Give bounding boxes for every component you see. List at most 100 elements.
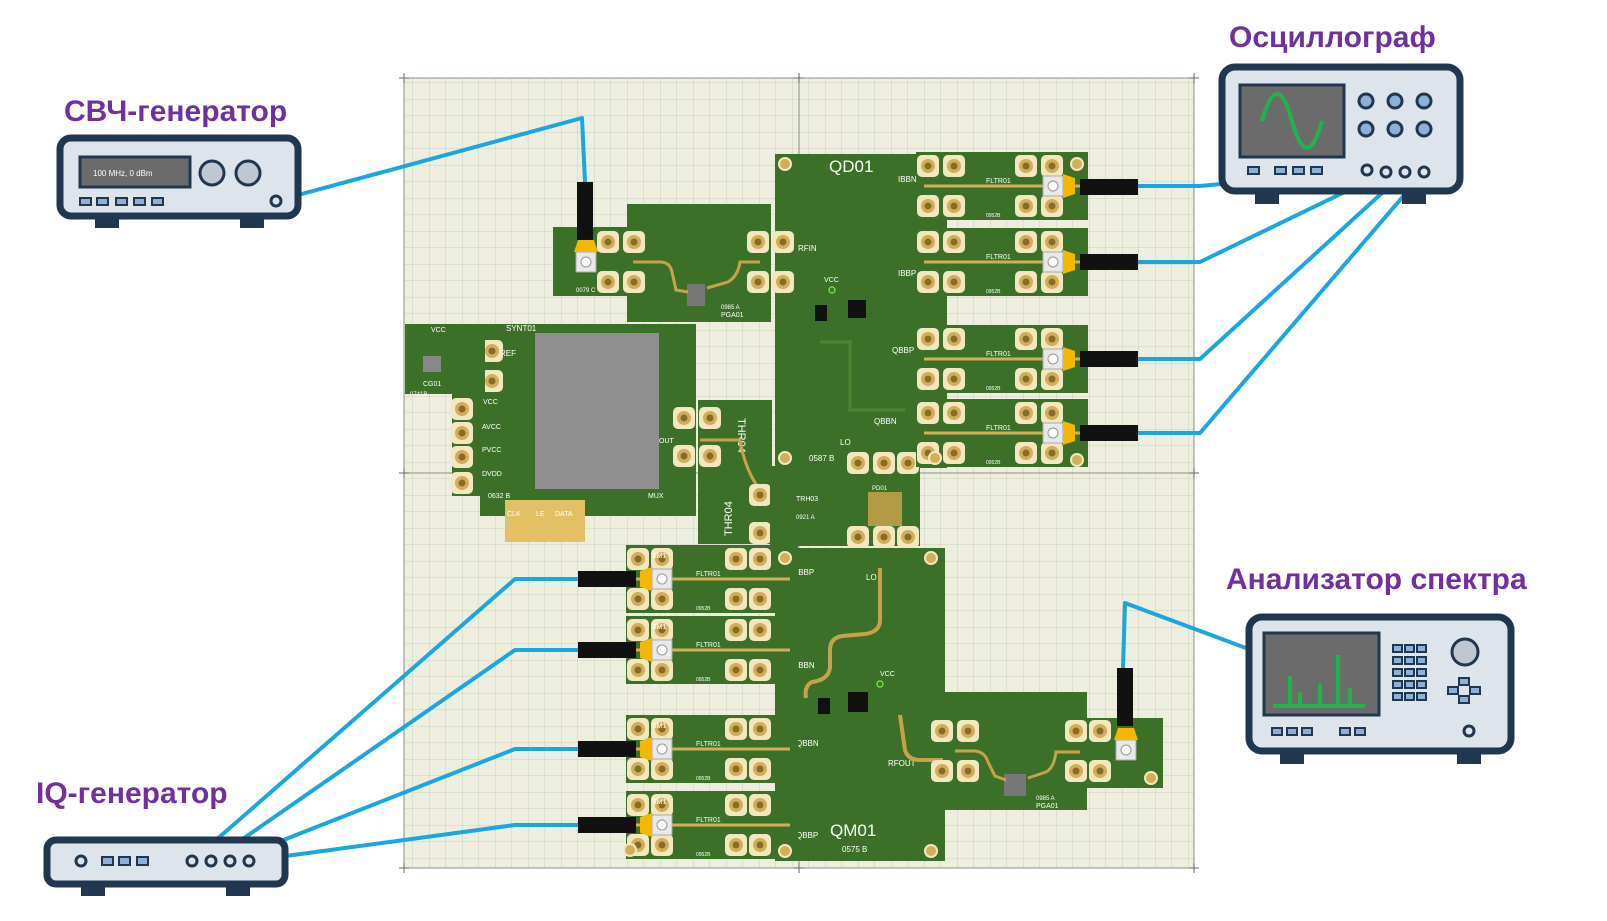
input-port-icon[interactable]	[1379, 165, 1393, 179]
mounting-pad	[1015, 231, 1037, 253]
pad-hole-center	[706, 452, 714, 460]
knob-icon[interactable]	[234, 159, 262, 187]
sma-connector-icon[interactable]	[640, 813, 673, 837]
pad-hole-center	[950, 335, 958, 343]
qm01-module[interactable]: QM01 0575 B IBBP IBBN QBBN QBBP LO VCC R…	[775, 548, 945, 861]
keypad-key[interactable]	[1404, 680, 1415, 689]
cg01-module[interactable]: CG01 VCC 0741B	[405, 324, 485, 398]
power-button-icon[interactable]	[74, 854, 88, 868]
mounting-pad	[597, 271, 619, 293]
sma-connector-icon[interactable]	[640, 567, 673, 591]
knob-icon[interactable]	[198, 159, 226, 187]
sma-connector-icon[interactable]	[574, 240, 598, 273]
keypad-key[interactable]	[1416, 644, 1427, 653]
sma-connector-icon[interactable]	[1114, 728, 1138, 761]
filter-name: FLTR01	[696, 741, 721, 748]
input-port-icon[interactable]	[1398, 165, 1412, 179]
sma-connector-icon[interactable]	[1042, 421, 1075, 445]
output-port-icon[interactable]	[185, 854, 199, 868]
qd01-rfin-label: RFIN	[798, 244, 817, 253]
sma-connector-icon[interactable]	[1042, 347, 1075, 371]
pad-hole-center	[458, 405, 466, 413]
mounting-pad	[627, 588, 649, 610]
oscilloscope[interactable]: Осциллограф	[1218, 21, 1464, 204]
keypad-key[interactable]	[1404, 644, 1415, 653]
pga01-bottom-module[interactable]: PGA01 0985 A	[931, 692, 1163, 810]
pad-hole-center	[634, 595, 642, 603]
arrow-pad-icon[interactable]	[1447, 677, 1481, 704]
sma-connector-icon[interactable]	[640, 737, 673, 761]
mounting-pad	[917, 195, 939, 217]
synt01-module[interactable]: SYNT01 REF VCC AVCC PVCC DVDD 0632 B CLK…	[451, 324, 696, 542]
pad-hole-center	[924, 162, 932, 170]
input-port-icon[interactable]	[1417, 165, 1431, 179]
connector-body	[640, 567, 652, 591]
mounting-pad	[873, 452, 895, 474]
keypad-key[interactable]	[1392, 692, 1403, 701]
keypad-key[interactable]	[1416, 680, 1427, 689]
filter-name: FLTR01	[696, 571, 721, 578]
pad-hole-center	[880, 459, 888, 467]
mounting-pad	[1041, 195, 1063, 217]
output-port-icon[interactable]	[223, 854, 237, 868]
sma-connector-icon[interactable]	[1042, 250, 1075, 274]
filter-name: FLTR01	[986, 254, 1011, 261]
pad-hole-center	[634, 765, 642, 773]
keypad-key[interactable]	[1416, 656, 1427, 665]
mounting-hole	[1144, 771, 1158, 785]
keypad-key[interactable]	[1404, 692, 1415, 701]
pad-hole-center	[756, 666, 764, 674]
pad-hole-center	[732, 765, 740, 773]
input-port-icon[interactable]	[1360, 163, 1374, 177]
keypad-key[interactable]	[1416, 692, 1427, 701]
pad-hole-center	[924, 238, 932, 246]
keypad-key[interactable]	[1404, 656, 1415, 665]
mounting-hole	[778, 551, 792, 565]
iq-generator[interactable]: IQ-генератор	[36, 777, 289, 896]
microwave-generator[interactable]: СВЧ-генератор 100 MHz, 0 dBm	[56, 95, 302, 228]
knob-icon[interactable]	[1450, 637, 1480, 667]
cg01-name: CG01	[423, 381, 441, 388]
keypad-key[interactable]	[1392, 656, 1403, 665]
input-port-icon[interactable]	[1462, 724, 1476, 738]
qm01-vcc-label: VCC	[880, 671, 895, 678]
mounting-pad	[1041, 231, 1063, 253]
qd01-code-label: 0587 B	[809, 454, 834, 463]
sm1-name: SM1	[652, 624, 667, 631]
pad-hole-center	[950, 278, 958, 286]
thr04-module[interactable]: THR04 THR04	[673, 400, 796, 544]
mounting-pad	[917, 155, 939, 177]
mounting-pad	[943, 328, 965, 350]
microwave-generator-display	[78, 155, 192, 189]
keypad-key[interactable]	[1404, 668, 1415, 677]
keypad-key[interactable]	[1392, 668, 1403, 677]
pga01-top-module[interactable]: PGA01 0985 A 0079 C	[553, 204, 794, 322]
output-port-icon[interactable]	[269, 194, 283, 208]
keypad-key[interactable]	[1416, 668, 1427, 677]
pad-hole-center	[732, 666, 740, 674]
output-port-icon[interactable]	[204, 854, 218, 868]
mounting-hole	[778, 451, 792, 465]
sma-connector-icon[interactable]	[640, 638, 673, 662]
pad-hole-center	[630, 278, 638, 286]
spectrum-analyzer[interactable]: Анализатор спектра	[1226, 563, 1527, 764]
cable-iq-ibbp	[190, 577, 583, 863]
thr04-label-bottom: THR04	[723, 501, 735, 536]
mounting-pad	[651, 619, 673, 641]
cable-microwave-gen	[274, 116, 587, 203]
sine-wave-icon	[1260, 92, 1324, 150]
pad-hole-center	[756, 725, 764, 733]
mounting-pad	[699, 407, 721, 429]
mounting-pad	[725, 834, 747, 856]
connector-pin	[1120, 744, 1132, 756]
keypad-key[interactable]	[1392, 680, 1403, 689]
keypad-key[interactable]	[1392, 644, 1403, 653]
output-port-icon[interactable]	[242, 854, 256, 868]
trh03-module[interactable]: TRH03 0921 A PD01	[770, 452, 920, 548]
cable-ends	[577, 179, 1138, 833]
sma-connector-icon[interactable]	[1042, 174, 1075, 198]
mounting-pad	[627, 758, 649, 780]
